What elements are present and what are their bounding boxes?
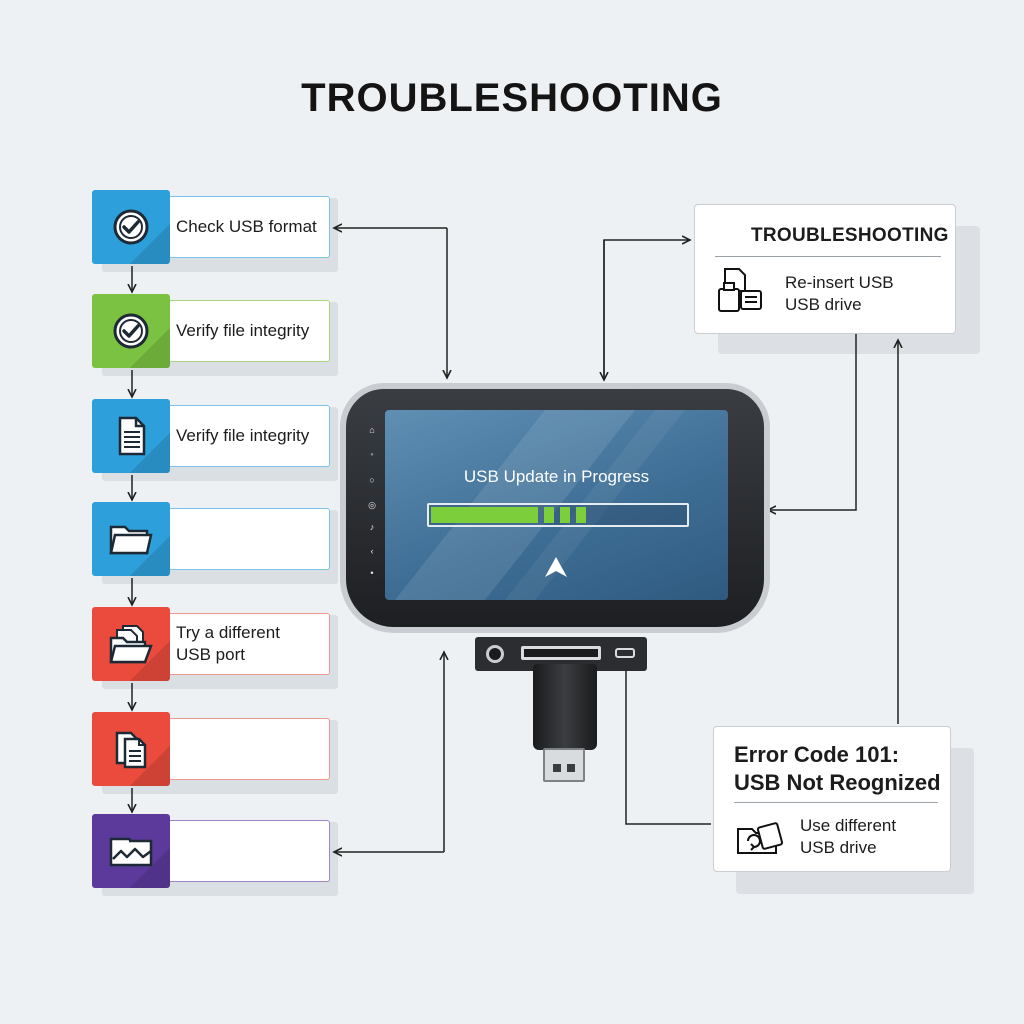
plug-contact [567, 764, 575, 772]
step-tile [92, 502, 170, 576]
step-item[interactable]: Check USB format [92, 190, 338, 272]
update-status-text: USB Update in Progress [463, 467, 650, 486]
step-item[interactable] [92, 502, 338, 584]
usb-stick[interactable] [533, 664, 597, 750]
step-label: Try a different USB port [176, 623, 280, 664]
step-label: Verify file integrity [176, 321, 310, 340]
step-card: Verify file integrity [170, 405, 330, 467]
nav-icon[interactable]: ◦ [370, 449, 374, 459]
aux-jack-icon [486, 645, 504, 663]
menu-dot-icon[interactable]: • [370, 568, 374, 578]
usb-c-port[interactable] [615, 648, 635, 658]
navigation-arrow-icon [545, 557, 567, 577]
plug-contact [553, 764, 561, 772]
volume-icon[interactable]: ♪ [369, 522, 375, 532]
panel-line2: USB drive [785, 295, 862, 314]
step-tile [92, 607, 170, 681]
error-heading-line1: Error Code 101: [734, 742, 900, 767]
step-tile [92, 814, 170, 888]
usb-slot[interactable] [521, 646, 601, 660]
step-tile [92, 712, 170, 786]
panel-divider [715, 256, 941, 257]
step-card [170, 508, 330, 570]
step-card: Check USB format [170, 196, 330, 258]
error-line2: USB drive [800, 838, 877, 857]
screen-glare [395, 410, 685, 600]
progress-segment [576, 507, 586, 523]
progress-fill [431, 507, 538, 523]
step-label: Verify file integrity [176, 426, 310, 445]
panel-line1: Re-insert USB [785, 273, 894, 292]
step-tile [92, 399, 170, 473]
usb-drive-swap-icon [737, 822, 784, 854]
step-tile [92, 294, 170, 368]
step-card [170, 718, 330, 780]
step-label: Check USB format [176, 217, 317, 236]
error-divider [734, 802, 938, 803]
home-icon[interactable]: ⌂ [369, 425, 375, 435]
page-title: TROUBLESHOOTING [301, 76, 723, 120]
error-heading-line2: USB Not Reognized [734, 770, 941, 795]
head-unit-screen[interactable]: USB Update in Progress [385, 410, 728, 600]
settings-icon[interactable]: ◎ [368, 500, 376, 510]
back-icon[interactable]: ‹ [370, 546, 374, 556]
usb-reinsert-icon [718, 268, 762, 312]
connector-arrow [768, 334, 857, 510]
step-item[interactable] [92, 814, 338, 896]
update-progress-bar [427, 503, 689, 527]
connector-line [625, 668, 711, 825]
error-panel: Error Code 101: USB Not Reognized Use di… [713, 726, 951, 872]
usb-stick-plug [543, 748, 585, 782]
step-card: Try a different USB port [170, 613, 330, 675]
step-item[interactable]: Verify file integrity [92, 294, 338, 376]
troubleshooting-panel: TROUBLESHOOTING Re-insert USB USB drive [694, 204, 956, 334]
power-icon[interactable]: ○ [369, 475, 375, 485]
step-card [170, 820, 330, 882]
step-tile [92, 190, 170, 264]
error-line1: Use different [800, 816, 897, 835]
step-card: Verify file integrity [170, 300, 330, 362]
step-item[interactable]: Try a different USB port [92, 607, 338, 689]
step-item[interactable]: Verify file integrity [92, 399, 338, 481]
progress-segment [544, 507, 554, 523]
progress-segment [560, 507, 570, 523]
connector-arrow [603, 240, 690, 378]
usb-port-panel [475, 637, 647, 671]
step-item[interactable] [92, 712, 338, 794]
panel-heading: TROUBLESHOOTING [751, 225, 949, 246]
